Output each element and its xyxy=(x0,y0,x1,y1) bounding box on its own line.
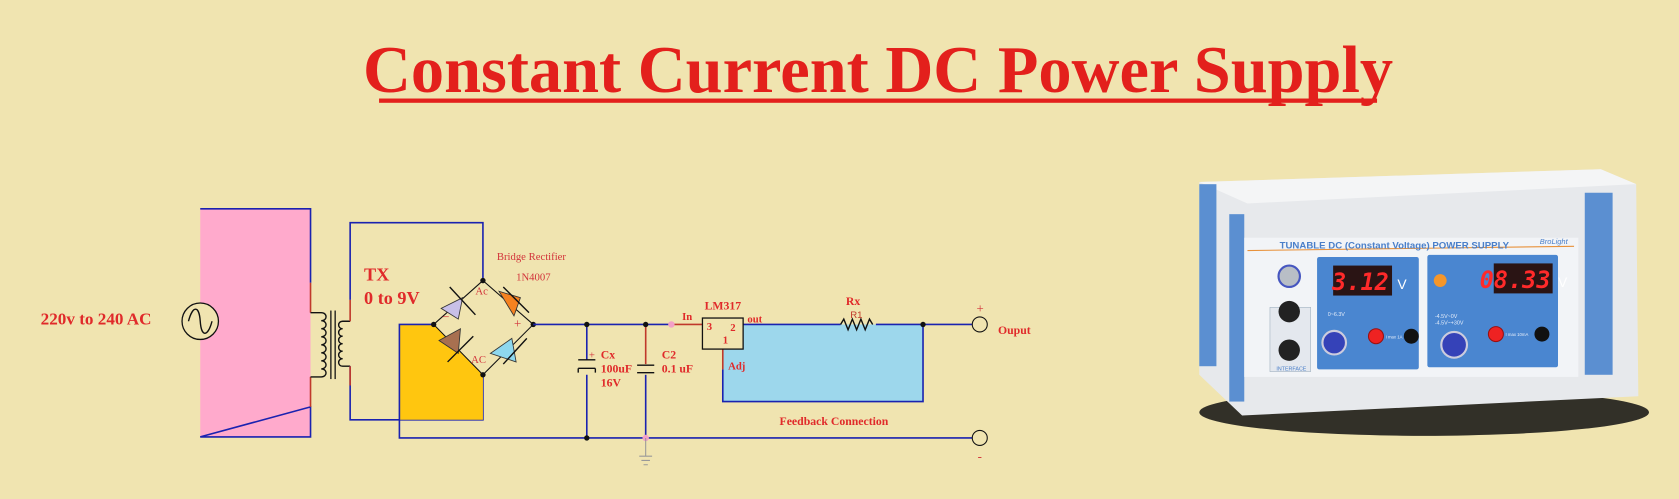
bridge-rectifier xyxy=(430,277,536,378)
junction xyxy=(920,321,926,328)
ac-source-icon xyxy=(181,302,220,341)
diode-icon xyxy=(489,337,517,363)
cx-value: 100uF xyxy=(601,363,632,376)
resistor-name: Rx xyxy=(846,295,860,308)
output-plus: + xyxy=(977,302,984,316)
output-minus: - xyxy=(978,449,982,463)
regulator-out: out xyxy=(747,313,762,325)
diode-icon xyxy=(438,327,461,355)
resistor-ref: R1 xyxy=(850,310,862,321)
display-right: 08.33 xyxy=(1480,266,1551,294)
device-panel-title: TUNABLE DC (Constant Voltage) POWER SUPP… xyxy=(1280,240,1510,251)
regulator-lead xyxy=(671,323,724,370)
transformer-icon xyxy=(310,310,351,380)
device-interface: INTERFACE xyxy=(1276,367,1306,373)
ground-icon xyxy=(639,434,653,466)
output-negative-terminal xyxy=(971,429,988,446)
capacitor-cx xyxy=(577,321,597,441)
pin-adj: 1 xyxy=(723,335,728,347)
terminal-red xyxy=(1487,326,1504,343)
imax-right: I max 10mA xyxy=(1506,332,1529,337)
cx-voltage: 16V xyxy=(601,377,622,390)
transformer-rating: 0 to 9V xyxy=(364,288,420,308)
output-positive-terminal xyxy=(971,316,988,333)
power-supply-device-image: TUNABLE DC (Constant Voltage) POWER SUPP… xyxy=(1199,169,1650,436)
cx-polarity: + xyxy=(589,350,595,362)
feedback-label: Feedback Connection xyxy=(780,415,889,428)
transformer-name: TX xyxy=(364,265,389,285)
ac-bottom-label: AC xyxy=(471,354,486,366)
unit-right: V xyxy=(1558,274,1568,290)
capacitor-c2 xyxy=(637,321,655,438)
resistor-icon xyxy=(839,317,874,332)
diode-icon xyxy=(498,290,521,317)
terminal-red xyxy=(1367,328,1384,345)
junction xyxy=(668,321,675,328)
device-brand: BroLight xyxy=(1540,237,1569,246)
range-left: 0~6.3V xyxy=(1328,312,1346,318)
display-left: 3.12 xyxy=(1331,268,1389,296)
regulator-adj: Adj xyxy=(728,360,745,372)
output-label: Ouput xyxy=(998,324,1031,337)
page-title: Constant Current DC Power Supply xyxy=(363,34,1393,107)
source-label: 220v to 240 AC xyxy=(41,309,152,328)
regulator-name: LM317 xyxy=(705,299,742,312)
primary-wire xyxy=(200,208,312,438)
imax-left: I max 1A xyxy=(1386,334,1403,339)
feedback-box xyxy=(722,324,924,402)
rectifier-title: Bridge Rectifier xyxy=(497,251,567,263)
plus-label: + xyxy=(514,317,521,331)
unit-left: V xyxy=(1397,276,1407,292)
negative-rail xyxy=(398,323,975,439)
c2-value: 0.1 uF xyxy=(662,363,693,376)
knob-right xyxy=(1440,330,1469,359)
pin-out: 2 xyxy=(730,322,735,334)
cx-name: Cx xyxy=(601,349,615,362)
c2-name: C2 xyxy=(662,349,676,362)
regulator-in: In xyxy=(682,311,692,323)
rectifier-part: 1N4007 xyxy=(516,272,551,284)
positive-rail xyxy=(533,323,975,403)
range-right-1: -4.5V~0V xyxy=(1435,314,1458,320)
ac-top-label: Ac xyxy=(475,285,488,297)
knob-left xyxy=(1321,329,1348,356)
range-right-2: -4.5V~+30V xyxy=(1435,320,1464,326)
terminal-black xyxy=(1403,328,1419,344)
diode-icon xyxy=(440,296,464,320)
title-underline xyxy=(379,98,1378,103)
pin-in: 3 xyxy=(707,321,712,333)
rectifier-box xyxy=(399,324,483,420)
lm317-block xyxy=(701,317,744,350)
minus-label: − xyxy=(442,310,449,324)
terminal-black xyxy=(1534,326,1550,342)
